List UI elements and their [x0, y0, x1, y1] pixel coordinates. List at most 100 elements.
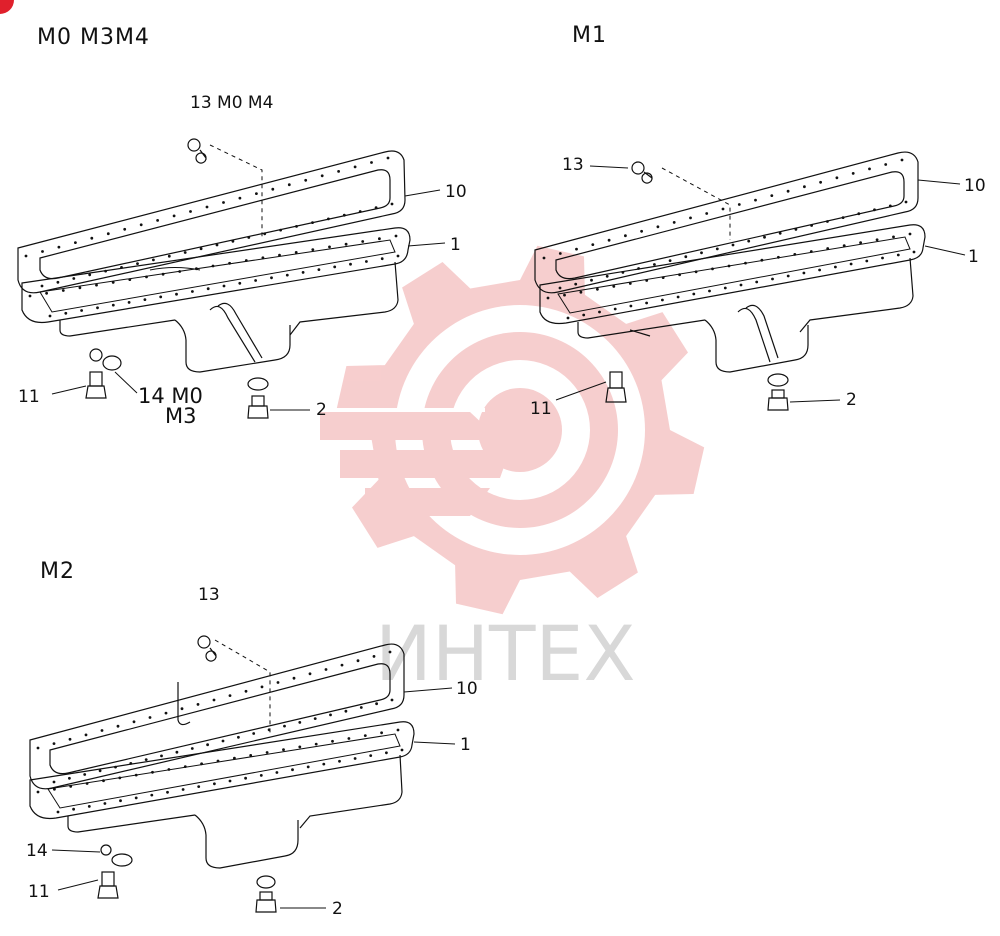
- bolt-hole: [317, 268, 321, 271]
- bolt-hole: [342, 213, 346, 217]
- bolt-hole: [873, 208, 876, 212]
- group-title: M0 M3M4: [37, 25, 150, 50]
- bolt-hole: [233, 756, 236, 760]
- bolt-hole: [145, 275, 148, 279]
- callout-13: 13 M0 M4: [190, 93, 273, 113]
- bolt-hole: [678, 273, 681, 277]
- bolt-hole: [396, 254, 400, 258]
- bolt-hole: [344, 709, 348, 713]
- bolt-hole: [267, 728, 271, 732]
- seal-14: [111, 853, 133, 867]
- bolt-hole: [64, 311, 68, 315]
- bolt-hole: [574, 282, 578, 286]
- bolt-hole: [369, 754, 373, 757]
- bolt-hole: [365, 260, 368, 263]
- bolt-hole: [558, 286, 562, 290]
- bolt-hole: [172, 214, 176, 218]
- bolt-hole: [777, 255, 780, 259]
- bolt-hole: [842, 244, 846, 248]
- bolt-hole: [61, 289, 65, 292]
- bolt-hole: [344, 242, 348, 246]
- bolt-hole: [542, 256, 546, 260]
- bolt-hole: [892, 235, 895, 239]
- bolt-hole: [95, 283, 98, 287]
- bolt-hole: [199, 247, 203, 251]
- bolt-hole: [378, 237, 381, 241]
- bolt-hole: [298, 745, 302, 749]
- bolt-hole: [809, 250, 813, 253]
- bolt-hole: [721, 207, 725, 211]
- bolt-hole: [161, 272, 165, 276]
- group-title: M2: [40, 559, 75, 584]
- bolt-hole: [298, 721, 302, 724]
- callout-1: 1: [460, 735, 471, 755]
- bolt-hole: [810, 224, 813, 227]
- bolt-hole: [896, 253, 900, 257]
- bolt-hole: [771, 277, 774, 281]
- callout-11: 11: [530, 399, 552, 419]
- bolt-hole: [400, 748, 404, 752]
- bolt-hole: [834, 265, 837, 269]
- bolt-hole: [88, 273, 92, 277]
- bolt-hole: [737, 203, 741, 206]
- bolt-hole: [320, 174, 324, 178]
- bolt-hole: [359, 706, 363, 709]
- bolt-hole: [349, 262, 352, 266]
- bolt-hole: [314, 742, 318, 746]
- bolt-hole: [331, 739, 334, 743]
- bolt-hole: [119, 799, 122, 803]
- bolt-hole: [859, 241, 862, 245]
- bolt-hole: [324, 668, 328, 671]
- bolt-hole: [868, 167, 871, 171]
- bolt-hole: [183, 765, 187, 768]
- bolt-hole: [68, 776, 71, 780]
- bolt-hole: [361, 240, 365, 243]
- bolt-hole: [41, 250, 44, 253]
- bolt-hole: [175, 750, 179, 754]
- bolt-hole: [84, 733, 88, 737]
- bolt-hole: [189, 210, 192, 213]
- bolt-hole: [118, 776, 122, 780]
- bolt-hole: [668, 259, 672, 262]
- bolt-hole: [150, 793, 154, 797]
- bolt-hole: [244, 776, 248, 780]
- bolt-hole: [72, 807, 75, 811]
- bolt-hole: [705, 212, 709, 215]
- bolt-hole: [294, 251, 298, 254]
- bolt-hole: [98, 769, 102, 773]
- bolt-hole: [322, 762, 326, 766]
- bolt-hole: [216, 759, 220, 763]
- bolt-hole: [563, 293, 566, 297]
- bolt-hole: [672, 221, 676, 224]
- bolt-hole: [206, 287, 210, 291]
- bolt-hole: [763, 235, 766, 239]
- bolt-hole: [292, 676, 296, 680]
- bolt-hole: [265, 751, 269, 754]
- bolt-hole: [598, 310, 601, 314]
- bolt-hole: [238, 196, 242, 200]
- bolt-hole: [629, 304, 633, 308]
- bolt-hole: [104, 269, 107, 273]
- bolt-hole: [613, 307, 617, 311]
- bolt-hole: [700, 251, 703, 255]
- callout-14: 14 M0: [138, 384, 203, 408]
- bolt-hole: [819, 180, 822, 184]
- bolt-hole: [57, 245, 61, 249]
- bolt-hole: [134, 796, 138, 800]
- bolt-hole: [271, 187, 275, 191]
- bolt-hole: [128, 278, 132, 281]
- bolt-hole: [90, 236, 94, 240]
- bolt-hole: [684, 255, 688, 259]
- bolt-hole: [546, 296, 550, 300]
- bolt-hole: [123, 227, 127, 231]
- bolt-hole: [661, 276, 665, 279]
- bolt-hole: [270, 276, 273, 280]
- bolt-hole: [900, 158, 904, 162]
- bolt-hole: [102, 779, 105, 783]
- bolt-hole: [370, 161, 373, 164]
- bolt-hole: [306, 765, 310, 769]
- bolt-hole: [136, 262, 139, 265]
- bolt-hole: [221, 739, 225, 743]
- bolt-hole: [676, 295, 680, 299]
